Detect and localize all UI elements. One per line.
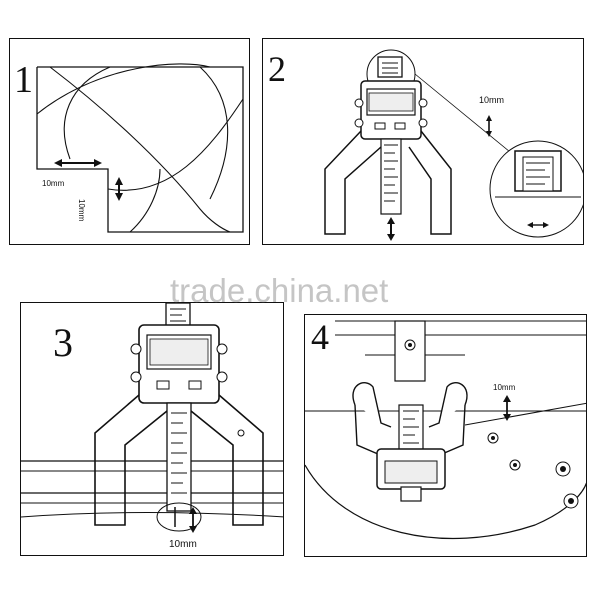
offset-label: 10mm xyxy=(479,95,505,105)
step-number: 1 xyxy=(14,59,33,101)
board-edge-diagram xyxy=(36,63,244,233)
height-label: 10mm xyxy=(493,383,516,392)
depth-measure-diagram xyxy=(21,303,283,533)
step-number: 3 xyxy=(53,320,73,365)
step-2-panel: 2 xyxy=(262,38,584,245)
depth-label: 10mm xyxy=(169,539,197,550)
router-height-diagram xyxy=(305,320,586,540)
horizontal-offset-label: 10mm xyxy=(42,179,65,188)
step-3-panel: 3 10mm xyxy=(20,302,284,556)
vertical-offset-label: 10mm xyxy=(77,199,86,222)
step-1-panel: 1 10mm 10mm xyxy=(9,38,250,245)
step-number: 2 xyxy=(268,49,286,89)
step-number: 4 xyxy=(311,317,329,357)
watermark: trade.china.net xyxy=(170,272,389,309)
step-4-panel: 4 10mm xyxy=(304,314,587,557)
depth-gauge-diagram xyxy=(324,49,583,241)
